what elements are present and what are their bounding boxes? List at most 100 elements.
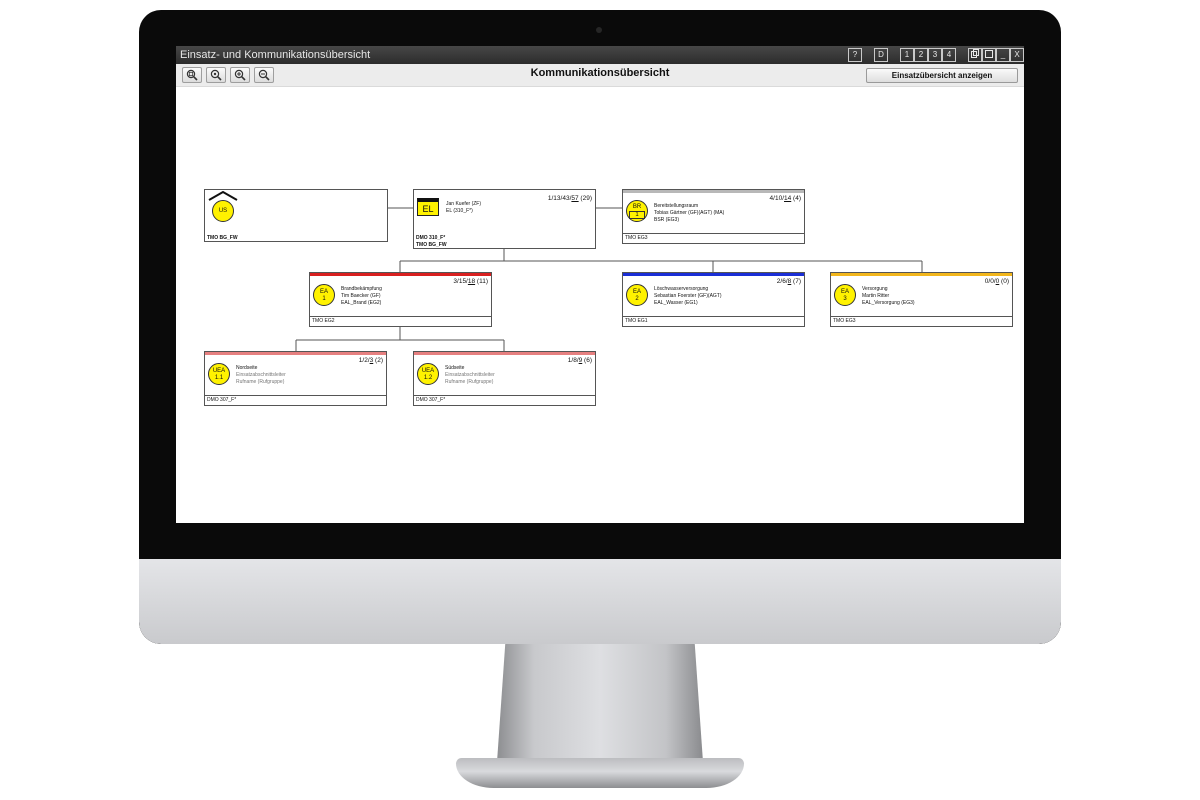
uea12-color-bar	[414, 352, 595, 355]
einsatzuebersicht-button[interactable]: Einsatzübersicht anzeigen	[866, 68, 1018, 83]
uea11-badge-bottom: 1.1	[214, 375, 224, 381]
zoom-actual-icon[interactable]	[206, 67, 226, 83]
zoom-in-icon[interactable]	[230, 67, 250, 83]
ea3-line-2: Martin Ritter	[862, 293, 890, 299]
app-window: Einsatz- und Kommunikationsübersicht ? D…	[176, 46, 1024, 523]
us-badge-label: US	[218, 208, 228, 214]
uea12-text: Südseite Einsatzabschnittsleiter Rufname…	[445, 365, 495, 386]
node-uea11[interactable]: 1/2/3 (2) UEA 1.1 Nordseite Einsatzabsch…	[204, 351, 387, 406]
br-count-post: (4)	[791, 195, 801, 202]
minimize-button[interactable]: _	[996, 48, 1010, 62]
br-badge-top: BR	[632, 204, 642, 210]
uea11-text: Nordseite Einsatzabschnittsleiter Rufnam…	[236, 365, 286, 386]
uea11-badge-top: UEA	[212, 368, 226, 374]
br-badge: BR 1	[626, 200, 648, 222]
el-badge: EL	[417, 198, 439, 216]
uea12-badge: UEA 1.2	[417, 363, 439, 385]
node-ea1[interactable]: 3/15/18 (11) EA 1 Brandbekämpfung Tim Ba…	[309, 272, 492, 327]
uea12-line-2: Einsatzabschnittsleiter	[445, 372, 495, 378]
view-2-button[interactable]: 2	[914, 48, 928, 62]
ea3-count: 0/0/0 (0)	[985, 278, 1009, 285]
ea2-badge-top: EA	[632, 289, 641, 295]
ea3-footer: TMO EG3	[831, 316, 1012, 326]
ea2-line-2: Sebastian Foerster (GF)(AGT)	[654, 293, 722, 299]
ea2-line-3: EAL_Wasser (EG1)	[654, 300, 698, 306]
el-count: 1/13/43/57 (29)	[548, 195, 592, 202]
ea2-badge: EA 2	[626, 284, 648, 306]
br-text: Bereitstellungsraum Tobias Gärtner (GF)(…	[654, 203, 724, 224]
ea2-count: 2/6/8 (7)	[777, 278, 801, 285]
ea1-count-post: (11)	[475, 278, 488, 285]
ea2-count-pre: 2/6/	[776, 278, 788, 285]
node-ea2[interactable]: 2/6/8 (7) EA 2 Löschwasserversorgung Seb…	[622, 272, 805, 327]
ea3-line-1: Versorgung	[862, 286, 888, 292]
restore-icon[interactable]	[968, 48, 982, 62]
ea1-line-1: Brandbekämpfung	[341, 286, 382, 292]
view-title: Kommunikationsübersicht	[530, 67, 670, 79]
uea11-line-3: Rufname (Rufgruppe)	[236, 379, 285, 385]
ea1-count-pre: 3/15/	[453, 278, 468, 285]
ea2-color-bar	[623, 273, 804, 276]
ea3-count-pre: 0/0/	[984, 278, 996, 285]
node-el[interactable]: 1/13/43/57 (29) EL Jan Kuefer (ZF) EL (3…	[413, 189, 596, 249]
uea11-footer: DMO 307_F*	[205, 395, 386, 405]
el-count-post: (29)	[578, 195, 592, 202]
node-uea12[interactable]: 1/8/9 (6) UEA 1.2 Südseite Einsatzabschn…	[413, 351, 596, 406]
uea11-count: 1/2/3 (2)	[359, 357, 383, 364]
uea11-line-1: Nordseite	[236, 365, 258, 371]
close-button[interactable]: X	[1010, 48, 1024, 62]
ea3-count-underlined: 0	[995, 278, 1000, 285]
view-3-button[interactable]: 3	[928, 48, 942, 62]
ea3-text: Versorgung Martin Ritter EAL_Versorgung …	[862, 286, 915, 307]
ea1-count-underlined: 18	[467, 278, 476, 285]
el-line-2: EL (310_F*)	[446, 208, 473, 214]
br-line-1: Bereitstellungsraum	[654, 203, 699, 209]
view-1-button[interactable]: 1	[900, 48, 914, 62]
ea1-text: Brandbekämpfung Tim Baecker (GF) EAL_Bra…	[341, 286, 382, 307]
help-button[interactable]: ?	[848, 48, 862, 62]
zoom-fit-icon[interactable]	[182, 67, 202, 83]
ea1-color-bar	[310, 273, 491, 276]
uea12-badge-bottom: 1.2	[423, 375, 433, 381]
node-ea3[interactable]: 0/0/0 (0) EA 3 Versorgung Martin Ritter …	[830, 272, 1013, 327]
ea2-count-underlined: 8	[787, 278, 792, 285]
ea3-badge: EA 3	[834, 284, 856, 306]
ea2-line-1: Löschwasserversorgung	[654, 286, 709, 292]
br-footer: TMO EG3	[623, 233, 804, 243]
uea12-count-pre: 1/8/	[567, 357, 579, 364]
uea11-count-underlined: 3	[369, 357, 374, 364]
ea1-badge: EA 1	[313, 284, 335, 306]
uea12-count: 1/8/9 (6)	[568, 357, 592, 364]
ea1-footer: TMO EG2	[310, 316, 491, 326]
uea12-count-post: (6)	[582, 357, 592, 364]
d-button[interactable]: D	[874, 48, 888, 62]
ea2-badge-bottom: 2	[635, 296, 639, 302]
ea3-badge-top: EA	[840, 289, 849, 295]
window-title: Einsatz- und Kommunikationsübersicht	[180, 49, 371, 61]
uea12-badge-top: UEA	[421, 368, 435, 374]
br-count: 4/10/14 (4)	[770, 195, 801, 202]
el-footer: TMO BG_FW	[416, 242, 447, 248]
node-us[interactable]: US TMO BG_FW	[204, 189, 388, 242]
br-count-pre: 4/10/	[769, 195, 785, 202]
zoom-out-icon[interactable]	[254, 67, 274, 83]
ea3-color-bar	[831, 273, 1012, 276]
node-br[interactable]: 4/10/14 (4) BR 1 Bereitstellungsraum Tob…	[622, 189, 805, 244]
monitor-stand	[497, 644, 703, 762]
ea1-count: 3/15/18 (11)	[453, 278, 488, 285]
roof-icon	[208, 191, 238, 201]
us-badge: US	[212, 200, 234, 222]
ea2-count-post: (7)	[791, 278, 801, 285]
ea3-badge-bottom: 3	[843, 296, 847, 302]
el-line-1: Jan Kuefer (ZF)	[446, 201, 482, 207]
view-4-button[interactable]: 4	[942, 48, 956, 62]
uea11-badge: UEA 1.1	[208, 363, 230, 385]
br-badge-bottom: 1	[629, 211, 645, 219]
maximize-icon[interactable]	[982, 48, 996, 62]
br-color-bar	[623, 190, 804, 193]
el-count-underlined: 57	[571, 195, 579, 202]
connector-lines	[295, 207, 923, 351]
ea1-badge-bottom: 1	[322, 296, 326, 302]
ea2-footer: TMO EG1	[623, 316, 804, 326]
br-count-underlined: 14	[784, 195, 792, 202]
